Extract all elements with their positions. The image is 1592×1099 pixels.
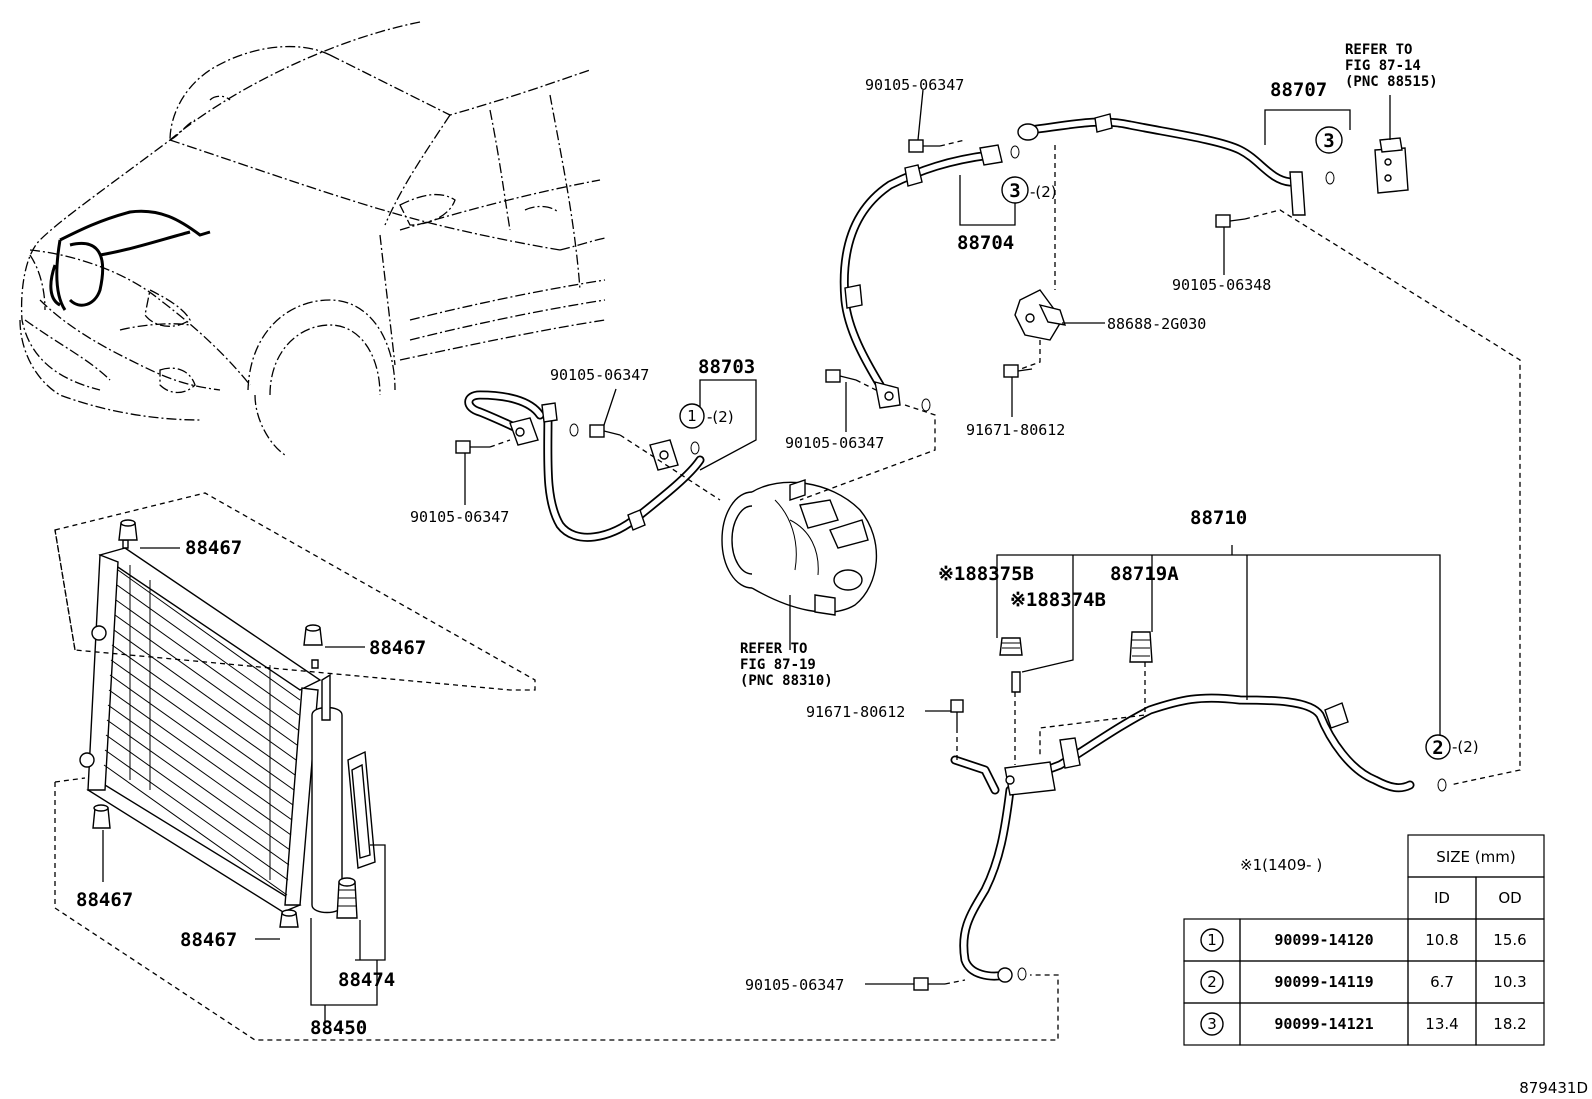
table-col-od: OD [1498,889,1521,907]
bolt-icon [455,440,490,454]
label-bolt-80612-b: 91671-80612 [806,703,905,721]
ref-mid-line1: REFER TO [740,641,807,657]
svg-text:10.3: 10.3 [1493,973,1526,991]
label-bolt-06347-c: 90105-06347 [785,434,884,452]
diagram-id: 879431D [1519,1079,1588,1097]
svg-text:90099-14120: 90099-14120 [1274,931,1373,949]
cushion-88467-top [118,519,138,541]
label-88707: 88707 [1270,79,1327,101]
label-bolt-06347-d: 90105-06347 [865,76,964,94]
bolt-icon [908,139,940,153]
label-88467-bottom: 88467 [180,929,237,951]
table-row: 3 90099-14121 13.4 18.2 [1183,1002,1545,1046]
svg-text:90099-14119: 90099-14119 [1274,973,1373,991]
suction-tube-88707 [1017,113,1306,216]
qty-label: -(2) [1452,738,1479,756]
compressor [721,479,878,616]
o-rings [569,145,1447,981]
label-88710: 88710 [1190,507,1247,529]
condenser-fins [103,565,301,896]
bolt-icon [1003,364,1033,378]
ref-top-line2: FIG 87-14 [1345,58,1421,74]
label-88467-left: 88467 [76,889,133,911]
part-labels: 88703 88704 88707 88710 88450 88474 8846… [76,42,1479,1039]
marker-3-right: 3 [1315,126,1343,154]
svg-text:1: 1 [687,407,697,425]
label-bolt-80612-a: 91671-80612 [966,421,1065,439]
cushion-88467-right [303,624,323,646]
label-bolt-06347-a: 90105-06347 [550,366,649,384]
bolt-icon [1215,214,1246,228]
table-size-header: SIZE (mm) [1436,848,1515,866]
table-row: 2 90099-14119 6.7 10.3 [1183,960,1545,1004]
svg-text:90099-14121: 90099-14121 [1274,1015,1373,1033]
svg-text:6.7: 6.7 [1430,973,1454,991]
marker-3-upper: 3 [1001,176,1029,204]
qty-label: -(2) [707,408,734,426]
label-bracket-88688: 88688-2G030 [1107,315,1206,333]
bolt-icon [589,424,621,438]
bracket-88688 [1014,289,1067,341]
cushion-88467-left [92,804,111,829]
solid-leaders [102,89,1441,1022]
svg-text:13.4: 13.4 [1425,1015,1458,1033]
bolt-icon [950,699,964,728]
filter-88474 [336,877,358,919]
label-88374B: ※188374B [1010,589,1106,611]
liquid-tube-88710 [950,693,1415,983]
svg-text:3: 3 [1323,130,1334,152]
o-ring-size-table: ※1(1409- ) SIZE (mm) ID OD 1 90099-14120… [1183,834,1545,1046]
table-col-id: ID [1434,889,1450,907]
condenser-assembly [79,539,376,914]
ref-top-line1: REFER TO [1345,42,1412,58]
svg-text:15.6: 15.6 [1493,931,1526,949]
wire-harness [49,209,211,311]
table-note: ※1(1409- ) [1240,856,1322,874]
bolts [455,139,1246,991]
vehicle-outline [19,21,606,456]
label-bolt-06348: 90105-06348 [1172,276,1271,294]
svg-text:3: 3 [1207,1015,1217,1033]
bolt-icon [913,977,945,991]
expansion-valve [1374,137,1409,194]
svg-text:2: 2 [1207,973,1217,991]
label-bolt-06347-b: 90105-06347 [410,508,509,526]
svg-text:10.8: 10.8 [1425,931,1458,949]
svg-text:18.2: 18.2 [1493,1015,1526,1033]
table-row: 1 90099-14120 10.8 15.6 [1183,918,1545,962]
ref-mid-line3: (PNC 88310) [740,673,833,689]
label-88450: 88450 [310,1017,367,1039]
svg-text:1: 1 [1207,931,1217,949]
label-88375B: ※188375B [938,563,1034,585]
qty-label: -(2) [1030,183,1057,201]
valve-88374B [1011,671,1021,693]
discharge-hose-88703 [464,390,705,542]
label-bolt-06347-e: 90105-06347 [745,976,844,994]
svg-text:3: 3 [1009,180,1020,202]
label-88467-right: 88467 [369,637,426,659]
valve-core-88375B [999,637,1023,656]
suction-hose-88704 [839,144,1003,409]
marker-1: 1 [679,403,705,429]
dashed-leaders [54,139,1521,1041]
ref-mid-line2: FIG 87-19 [740,657,816,673]
label-88474: 88474 [338,969,395,991]
label-88719A: 88719A [1110,563,1179,585]
label-88704: 88704 [957,232,1014,254]
cushion-88467-bottom [279,909,299,928]
ref-top-line3: (PNC 88515) [1345,74,1438,90]
label-88703: 88703 [698,356,755,378]
label-88467-top: 88467 [185,537,242,559]
pressure-switch-88719A [1129,631,1153,663]
svg-text:2: 2 [1432,737,1443,759]
marker-2: 2 [1425,734,1451,760]
bolt-icon [825,369,857,383]
